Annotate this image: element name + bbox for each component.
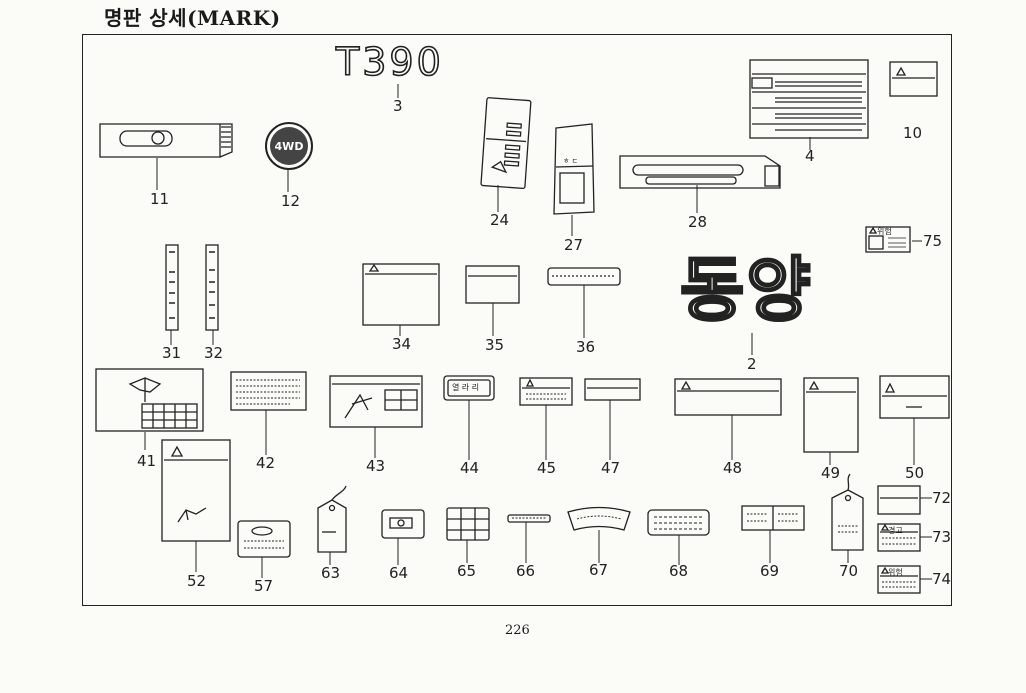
part-28-plate: [619, 155, 781, 189]
part-27-plate: ㅎ ㄷ: [553, 123, 595, 215]
part-number-2: 2: [747, 355, 757, 373]
part-67-curved-plate: [567, 506, 631, 531]
part-number-64: 64: [389, 564, 409, 582]
part-75-plate: [865, 226, 911, 253]
leader-lines: [144, 84, 932, 580]
part-number-35: 35: [485, 336, 505, 354]
part-75-text: 위험: [877, 227, 892, 236]
part-number-69: 69: [760, 562, 780, 580]
part-73-plate: [877, 523, 921, 552]
part-72-plate: [877, 485, 921, 515]
part-number-3: 3: [393, 97, 403, 115]
part-number-47: 47: [601, 459, 621, 477]
part-number-36: 36: [576, 338, 596, 356]
part-number-75: 75: [923, 232, 943, 250]
page-number: 226: [505, 623, 530, 638]
part-number-68: 68: [669, 562, 689, 580]
part-45-plate: [519, 377, 573, 406]
part-68-plate: [647, 509, 710, 536]
part-44-plate: [443, 375, 495, 401]
part-number-52: 52: [187, 572, 207, 590]
part-number-34: 34: [392, 335, 412, 353]
part-42-plate: [230, 371, 307, 411]
part-number-48: 48: [723, 459, 743, 477]
part-32-strip: [205, 244, 219, 331]
part-number-72: 72: [932, 489, 952, 507]
part-number-11: 11: [150, 190, 170, 208]
part-number-57: 57: [254, 577, 274, 595]
part-number-74: 74: [932, 570, 952, 588]
part-number-50: 50: [905, 464, 925, 482]
part-number-65: 65: [457, 562, 477, 580]
part-57-plate: [237, 520, 291, 558]
part-number-70: 70: [839, 562, 859, 580]
part-number-45: 45: [537, 459, 557, 477]
dongyang-logo: 동양: [679, 249, 813, 332]
part-69-plate: [741, 505, 805, 531]
part-number-12: 12: [281, 192, 301, 210]
part-number-10: 10: [903, 124, 923, 142]
part-65-plate: [446, 507, 490, 541]
part-35-plate: [465, 265, 520, 304]
4wd-badge: 4WD: [265, 122, 313, 170]
part-number-24: 24: [490, 211, 510, 229]
part-50-plate: [879, 375, 950, 419]
part-64-plate: [381, 509, 425, 539]
page-title: 명판 상세(MARK): [104, 6, 281, 30]
part-number-73: 73: [932, 528, 952, 546]
part-4-plate: [749, 59, 869, 139]
part-number-43: 43: [366, 457, 386, 475]
part-11-plate: [99, 123, 233, 158]
part-number-42: 42: [256, 454, 276, 472]
diagram-frame: [82, 34, 952, 606]
part-74-plate: [877, 565, 921, 594]
part-49-plate: [803, 377, 859, 453]
part-number-49: 49: [821, 464, 841, 482]
part-number-67: 67: [589, 561, 609, 579]
part-41-plate: [95, 368, 204, 432]
part-number-63: 63: [321, 564, 341, 582]
part-52-plate: [161, 439, 231, 542]
part-number-27: 27: [564, 236, 584, 254]
part-number-4: 4: [805, 147, 815, 165]
part-74-text: 위험: [888, 568, 903, 577]
part-66-strip: [507, 514, 551, 523]
part-number-44: 44: [460, 459, 480, 477]
part-31-strip: [165, 244, 179, 331]
part-number-28: 28: [688, 213, 708, 231]
part-48-plate: [674, 378, 782, 416]
part-44-text: 열 라 리: [452, 383, 480, 392]
part-47-plate: [584, 378, 641, 401]
t390-logo: T390: [335, 39, 444, 85]
part-10-plate: [889, 61, 938, 97]
part-number-32: 32: [204, 344, 224, 362]
part-73-text: 경고: [888, 526, 903, 535]
svg-text:ㅎ ㄷ: ㅎ ㄷ: [563, 157, 578, 165]
part-36-plate: [547, 267, 621, 286]
4wd-label: 4WD: [270, 127, 308, 165]
part-34-plate: [362, 263, 440, 326]
part-43-plate: [329, 375, 423, 428]
part-70-tag: [831, 473, 864, 551]
part-number-41: 41: [137, 452, 157, 470]
part-number-31: 31: [162, 344, 182, 362]
part-63-tag: [317, 485, 347, 553]
part-number-66: 66: [516, 562, 536, 580]
part-24-plate: [480, 97, 532, 190]
